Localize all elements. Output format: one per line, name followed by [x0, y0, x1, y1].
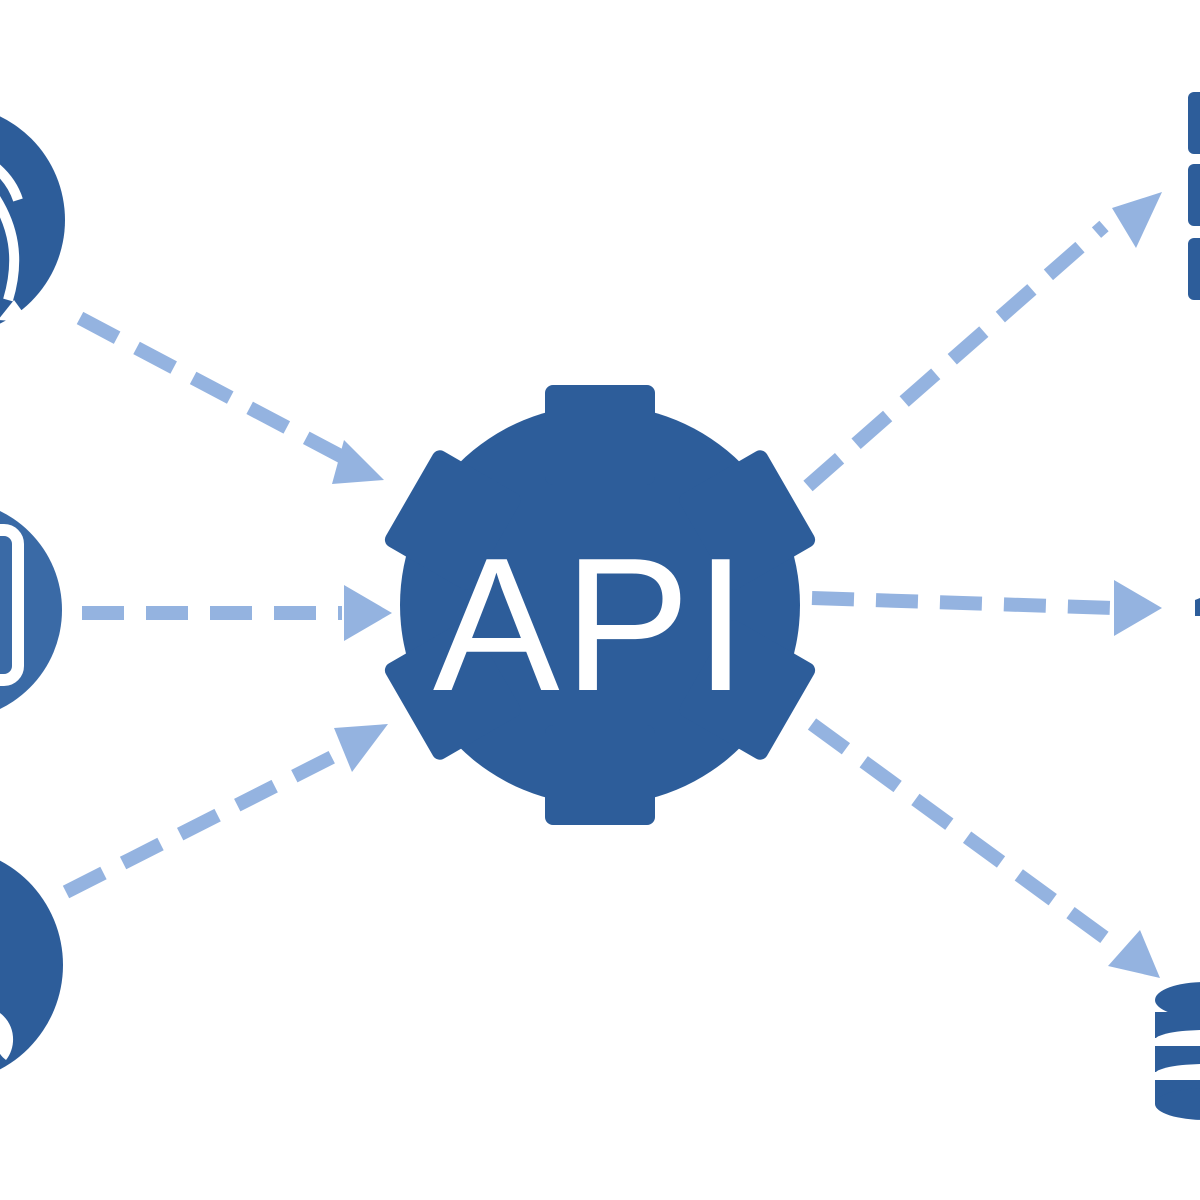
arrowhead-client-top [332, 440, 384, 484]
api-gear: API [384, 385, 816, 825]
outgoing-arrowheads [1108, 192, 1162, 978]
arrowhead-client-bottom [334, 724, 388, 772]
server-stack-icon [1188, 92, 1200, 300]
server-unit-3 [1188, 238, 1200, 300]
gear-icon [384, 385, 816, 825]
arrow-api-to-service [811, 591, 1113, 615]
incoming-arrowheads [332, 440, 392, 772]
arrow-api-to-server [803, 220, 1109, 492]
arrowhead-server [1112, 192, 1162, 248]
incoming-arrows [62, 311, 356, 899]
database-top [1155, 982, 1200, 1018]
client-node-middle [0, 511, 62, 709]
api-label: API [433, 519, 751, 731]
database-separator-1 [1155, 1030, 1200, 1050]
client-node-top [0, 116, 65, 324]
database-bottom [1155, 1088, 1200, 1120]
arrow-api-to-database [807, 718, 1113, 946]
user-icon [0, 1013, 13, 1060]
arrowhead-database [1108, 930, 1160, 978]
arrow-client-bottom-to-api [62, 745, 346, 899]
database-separator-2 [1155, 1064, 1200, 1084]
arrow-client-top-to-api [76, 311, 356, 469]
client-node-bottom [0, 860, 63, 1070]
globe-icon [0, 164, 23, 302]
arrowhead-client-middle [344, 585, 392, 641]
server-unit-1 [1188, 92, 1200, 154]
mobile-device-icon [0, 524, 24, 686]
outgoing-arrows [803, 220, 1113, 946]
client-top-pointer [0, 300, 30, 322]
cloud-icon [1195, 598, 1200, 616]
server-unit-2 [1188, 164, 1200, 226]
arrowhead-service [1114, 580, 1162, 636]
client-bottom-circle [0, 860, 63, 1070]
database-icon [1155, 982, 1200, 1120]
